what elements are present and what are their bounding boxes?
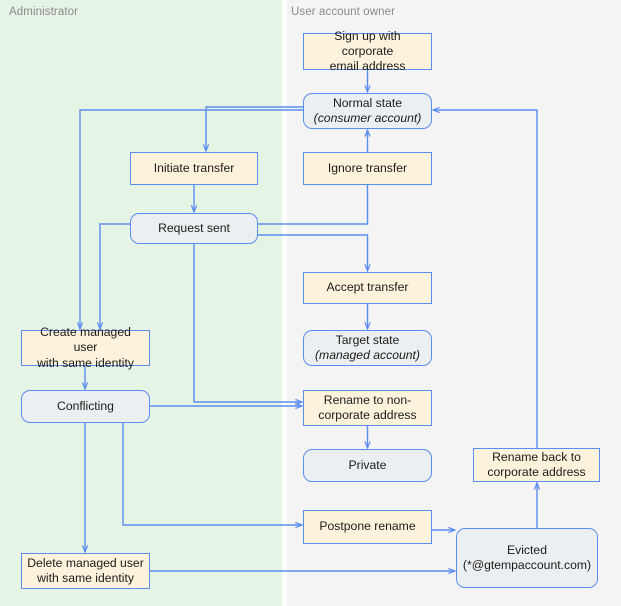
edge-normal-state-to-initiate-transfer (206, 106, 303, 151)
node-rename-to-non-corporate-line-1: Rename to non- (323, 392, 412, 407)
node-target-state-subtitle: (managed account) (314, 348, 420, 362)
node-sign-up[interactable]: Sign up with corporate email address (303, 29, 432, 73)
node-ignore-transfer[interactable]: Ignore transfer (303, 152, 432, 185)
node-normal-state[interactable]: Normal state (consumer account) (303, 93, 432, 129)
node-request-sent-label: Request sent (158, 220, 230, 235)
node-initiate-transfer-label: Initiate transfer (153, 160, 235, 175)
node-create-managed-user-line-1: Create managed user (40, 325, 131, 355)
node-delete-managed-user-line-1: Delete managed user (27, 555, 144, 570)
node-sign-up-line-2: email address (329, 59, 406, 74)
node-ignore-transfer-label: Ignore transfer (327, 160, 408, 175)
node-request-sent[interactable]: Request sent (130, 213, 258, 244)
node-evicted-line-1: Evicted (507, 542, 547, 557)
node-rename-to-non-corporate-line-2: corporate address (318, 408, 417, 422)
node-evicted-line-2: (*@gtempaccount.com) (462, 558, 592, 572)
node-rename-back-line-2: corporate address (487, 465, 586, 479)
node-normal-state-subtitle: (consumer account) (313, 111, 422, 125)
node-delete-managed-user[interactable]: Delete managed user with same identity (21, 553, 150, 589)
node-postpone-rename-label: Postpone rename (319, 519, 416, 534)
node-rename-back-to-corporate[interactable]: Rename back to corporate address (473, 448, 600, 482)
node-rename-back-line-1: Rename back to (492, 449, 581, 464)
node-postpone-rename[interactable]: Postpone rename (303, 510, 432, 544)
lane-administrator (0, 0, 282, 606)
node-private-label: Private (348, 457, 387, 472)
node-create-managed-user-line-2: with same identity (37, 355, 134, 370)
edge-rename-back-to-normal-state (433, 110, 538, 448)
node-evicted[interactable]: Evicted (*@gtempaccount.com) (456, 528, 598, 588)
lane-label-user-account-owner: User account owner (291, 6, 396, 18)
node-normal-state-line-1: Normal state (332, 95, 403, 110)
node-initiate-transfer[interactable]: Initiate transfer (130, 152, 258, 185)
edge-request-sent-to-rename-to-non-corporate (193, 244, 302, 402)
node-create-managed-user[interactable]: Create managed user with same identity (21, 325, 150, 370)
node-target-state[interactable]: Target state (managed account) (303, 330, 432, 366)
edge-normal-state-to-create-managed-user (80, 109, 303, 329)
node-rename-to-non-corporate[interactable]: Rename to non- corporate address (303, 390, 432, 426)
node-conflicting-label: Conflicting (57, 398, 114, 413)
node-delete-managed-user-line-2: with same identity (37, 571, 134, 585)
node-sign-up-line-1: Sign up with corporate (334, 28, 401, 58)
node-private[interactable]: Private (303, 449, 432, 482)
edge-conflicting-to-postpone-rename (122, 423, 302, 525)
lane-label-administrator: Administrator (9, 6, 79, 18)
node-accept-transfer[interactable]: Accept transfer (303, 272, 432, 304)
edge-request-sent-to-accept-transfer (258, 234, 368, 271)
node-target-state-line-1: Target state (335, 332, 400, 347)
node-accept-transfer-label: Accept transfer (326, 280, 409, 295)
node-conflicting[interactable]: Conflicting (21, 390, 150, 423)
